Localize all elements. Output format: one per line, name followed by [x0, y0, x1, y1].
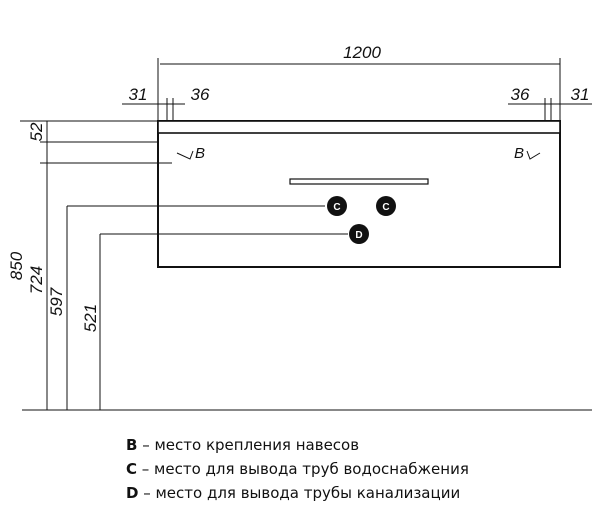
dim-right-inner: 36 [511, 85, 530, 104]
legend-item-d: D – место для вывода трубы канализации [126, 481, 469, 505]
legend-key: C [126, 460, 138, 478]
dim-height-pipe-c: 597 [47, 287, 66, 316]
dim-height-pipe-d: 521 [81, 304, 100, 332]
outlet-d [349, 224, 369, 244]
outlet-c-left [327, 196, 347, 216]
drawer-handle [289, 178, 429, 185]
dim-height-bottom: 724 [27, 266, 46, 294]
cabinet-body [157, 120, 561, 268]
dim-height-total: 850 [7, 251, 26, 280]
legend-text: – место крепления навесов [137, 436, 360, 454]
marker-c-left: C [333, 202, 340, 213]
legend: B – место крепления навесов C – место дл… [126, 433, 469, 505]
legend-text: – место для вывода трубы канализации [138, 484, 461, 502]
dim-right-outer: 31 [571, 85, 590, 104]
technical-drawing: B B C C D 1200 31 36 36 31 52 850 724 59… [7, 43, 592, 411]
legend-key: D [126, 484, 139, 502]
legend-text: – место для вывода труб водоснабжения [137, 460, 469, 478]
hook-right-shape [526, 150, 541, 160]
marker-c-right: C [382, 202, 389, 213]
dim-left-outer: 31 [129, 85, 148, 104]
hook-left-shape [176, 150, 194, 160]
outlet-c-right [376, 196, 396, 216]
legend-item-c: C – место для вывода труб водоснабжения [126, 457, 469, 481]
dim-left-inner: 36 [191, 85, 210, 104]
marker-b-left: B [195, 145, 205, 162]
legend-item-b: B – место крепления навесов [126, 433, 469, 457]
dim-top-band: 52 [27, 122, 46, 141]
marker-d: D [355, 230, 362, 241]
cabinet-top-band [157, 120, 561, 134]
legend-key: B [126, 436, 138, 454]
dim-width-total: 1200 [343, 43, 381, 62]
marker-b-right: B [514, 145, 524, 162]
